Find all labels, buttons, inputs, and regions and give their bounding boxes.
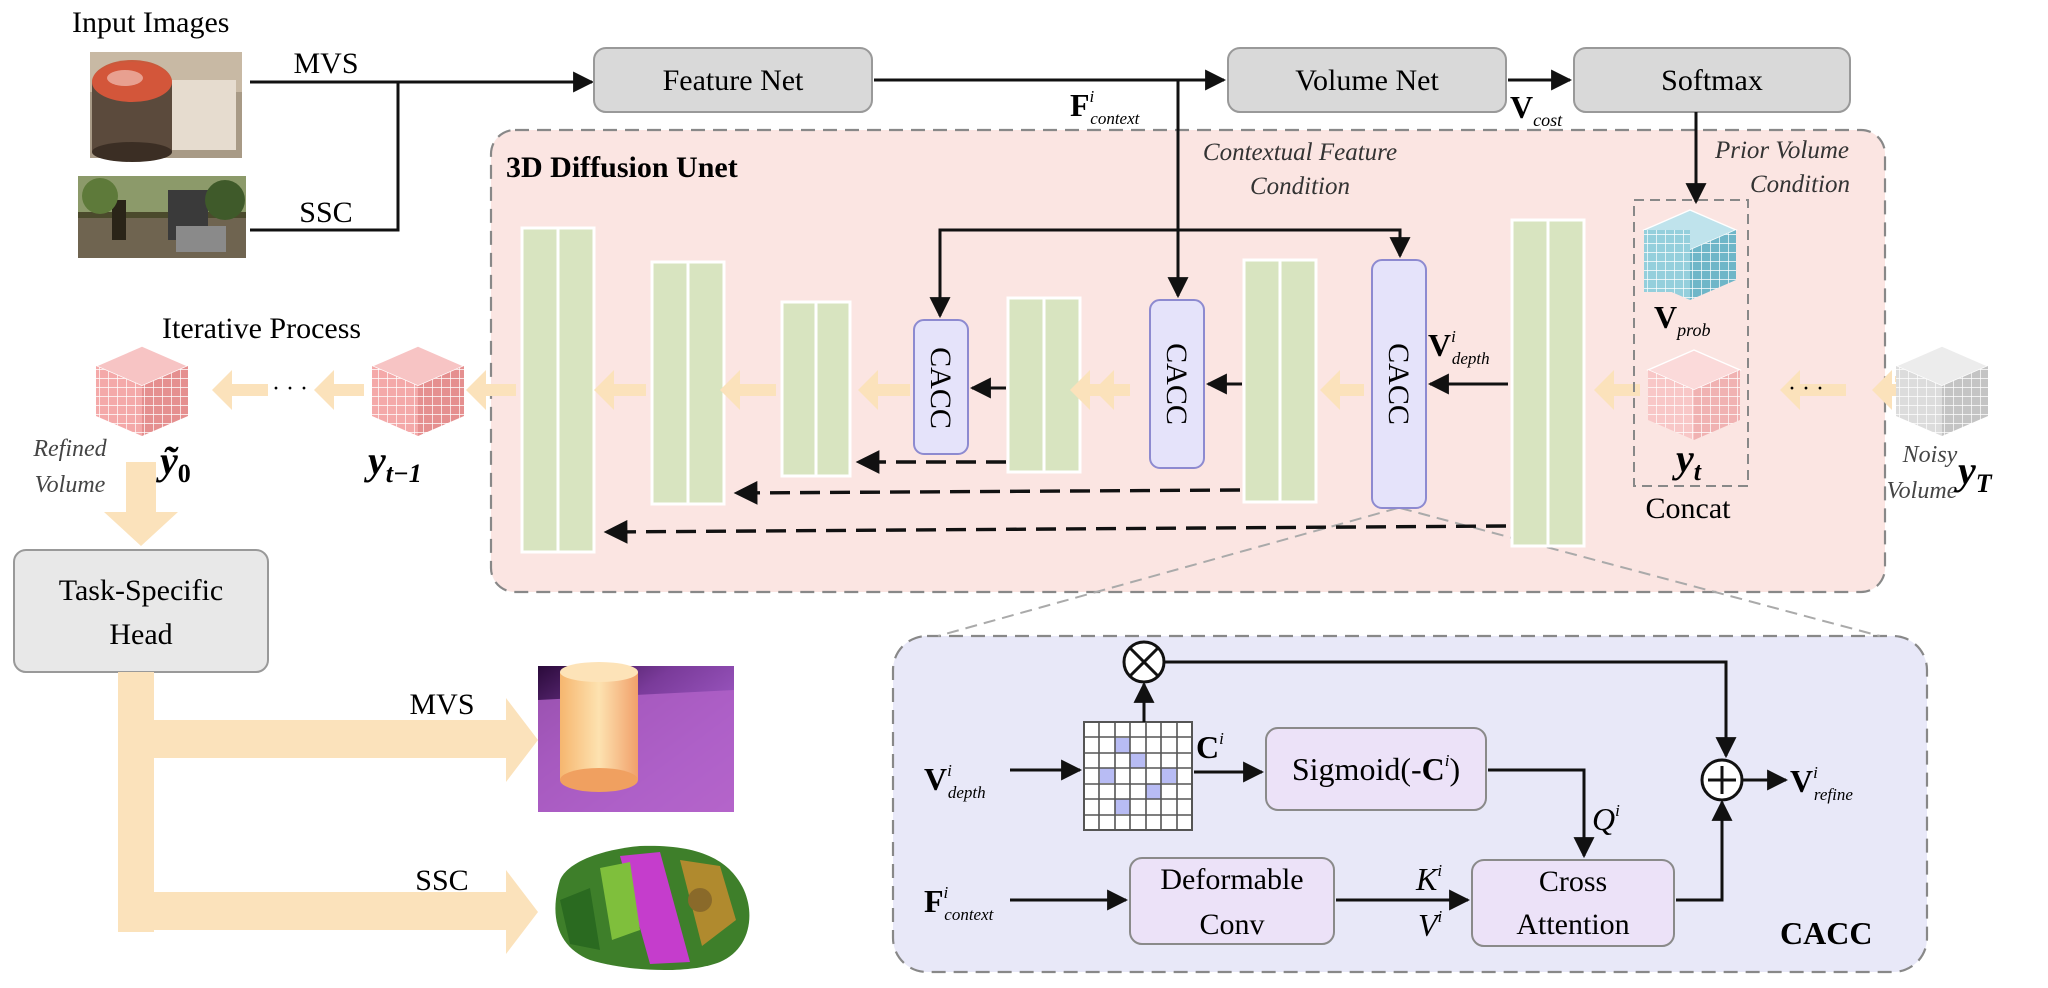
mvs-line-label: MVS bbox=[293, 47, 358, 80]
zoom-line-right bbox=[1399, 507, 1881, 637]
sigmoid-label: Sigmoid(-Ci) bbox=[1292, 751, 1460, 787]
to-head-arrow bbox=[104, 462, 178, 546]
unet-block-4 bbox=[1006, 296, 1082, 474]
cacc-block-1-label: CACC bbox=[924, 347, 957, 429]
refined-label-2: Volume bbox=[35, 472, 106, 498]
concat-label: Concat bbox=[1646, 492, 1732, 525]
unet-block-1 bbox=[520, 226, 596, 554]
noisy-ellipsis: · · · bbox=[1788, 376, 1824, 402]
iterative-process-label: Iterative Process bbox=[162, 312, 361, 345]
zoom-line-left bbox=[937, 507, 1399, 637]
prior-condition-line2: Condition bbox=[1750, 171, 1850, 198]
y-0-cube bbox=[94, 345, 190, 436]
y-t-minus-1-label: yt−1 bbox=[364, 438, 422, 488]
multiply-icon bbox=[1122, 640, 1166, 684]
orange-flow-arrows bbox=[212, 370, 1932, 410]
ctx-condition-line2: Condition bbox=[1250, 173, 1350, 200]
cross-line2: Attention bbox=[1516, 908, 1629, 941]
cross-to-add-line bbox=[1676, 799, 1733, 902]
add-icon bbox=[1700, 758, 1744, 802]
mult-to-add-line bbox=[1164, 660, 1737, 759]
mvs-input-image bbox=[90, 52, 242, 162]
sigmoid-box bbox=[1265, 727, 1487, 811]
cacc-panel-title: CACC bbox=[1780, 915, 1872, 951]
v-cost-label: Vcost bbox=[1510, 89, 1563, 130]
softmax-label: Softmax bbox=[1661, 64, 1763, 97]
skip-loop-line bbox=[938, 228, 1411, 316]
mvs-output-label: MVS bbox=[409, 688, 474, 721]
cacc-block-2 bbox=[1149, 299, 1205, 469]
ssc-output-label: SSC bbox=[415, 864, 468, 897]
cacc-block-1 bbox=[913, 319, 969, 455]
output-branches bbox=[118, 672, 538, 954]
v-prob-cube bbox=[1642, 209, 1738, 300]
cacc-block-2-label: CACC bbox=[1160, 343, 1193, 425]
k-label: Ki bbox=[1415, 861, 1442, 897]
volume-net-box bbox=[1227, 47, 1507, 113]
noisy-label-2: Volume bbox=[1887, 478, 1958, 504]
sigmoid-to-cross-line bbox=[1488, 768, 1595, 859]
unet-block-6 bbox=[1510, 218, 1586, 548]
v-label: Vi bbox=[1418, 907, 1443, 943]
dashed-skip-3 bbox=[603, 519, 1507, 544]
noisy-label-1: Noisy bbox=[1902, 442, 1958, 468]
task-head-line2: Head bbox=[109, 618, 172, 651]
iter-ellipsis: · · · bbox=[272, 376, 308, 402]
task-head-box bbox=[13, 549, 269, 673]
y-T-label: yT bbox=[1954, 448, 1993, 498]
unet-block-5 bbox=[1242, 258, 1318, 504]
deformable-line1: Deformable bbox=[1160, 863, 1303, 896]
q-label: Qi bbox=[1592, 801, 1620, 837]
cross-attention-box bbox=[1471, 859, 1675, 947]
unet-block-2 bbox=[650, 260, 726, 506]
c-label: Ci bbox=[1196, 729, 1224, 765]
dashed-skip-2 bbox=[733, 480, 1241, 505]
unet-block-3 bbox=[780, 300, 852, 478]
ssc-output-image bbox=[555, 845, 750, 971]
ctx-condition-line1: Contextual Feature bbox=[1203, 139, 1397, 166]
c-matrix-grid bbox=[1083, 721, 1193, 831]
y-T-cube bbox=[1894, 345, 1990, 436]
ssc-input-line bbox=[250, 82, 400, 232]
volume-net-label: Volume Net bbox=[1295, 64, 1439, 97]
deformable-conv-box bbox=[1129, 857, 1335, 945]
prior-condition-line1: Prior Volume bbox=[1714, 137, 1849, 164]
deformable-line2: Conv bbox=[1199, 908, 1264, 941]
ssc-input-image bbox=[78, 176, 246, 258]
y-0-label: ỹ0 bbox=[156, 438, 191, 488]
cacc-block-3 bbox=[1371, 259, 1427, 509]
task-head-line1: Task-Specific bbox=[59, 574, 224, 607]
y-t-label: yt bbox=[1672, 436, 1702, 486]
input-images-label: Input Images bbox=[72, 6, 229, 39]
feature-net-label: Feature Net bbox=[663, 64, 804, 97]
feature-net-box bbox=[593, 47, 873, 113]
refined-label-1: Refined bbox=[32, 436, 107, 462]
unet-title: 3D Diffusion Unet bbox=[506, 151, 738, 184]
softmax-box bbox=[1573, 47, 1851, 113]
cross-line1: Cross bbox=[1539, 865, 1607, 898]
ssc-line-label: SSC bbox=[299, 196, 352, 229]
y-t-minus-1-cube bbox=[370, 345, 466, 436]
mvs-depth-output-image bbox=[538, 662, 734, 812]
cacc-block-3-label: CACC bbox=[1382, 343, 1415, 425]
v-prob-label: Vprob bbox=[1654, 299, 1710, 340]
y-t-cube bbox=[1646, 349, 1742, 440]
